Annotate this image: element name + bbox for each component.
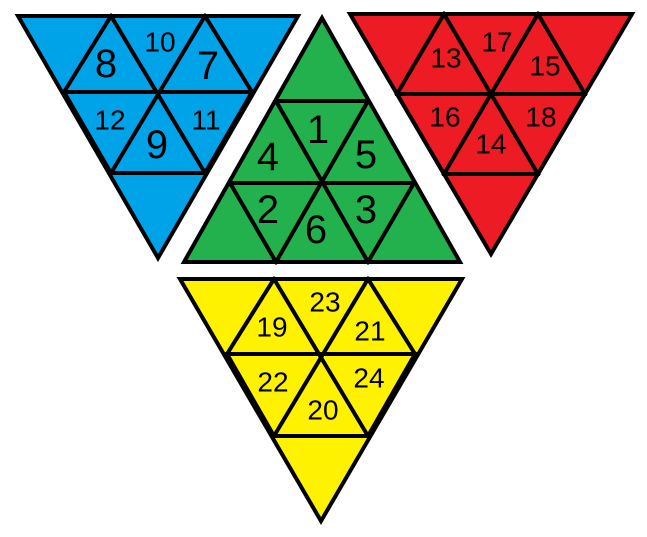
yellow-piece: 19 23 21 22 20 24 (176, 276, 466, 525)
green-piece: 1 4 5 2 6 3 (180, 13, 464, 265)
cell-number: 22 (257, 367, 288, 398)
blue-piece: 8 10 7 12 9 11 (14, 13, 302, 262)
cell-number: 4 (257, 135, 279, 179)
red-piece: 13 17 15 16 14 18 (346, 11, 636, 258)
cell-number: 12 (94, 105, 125, 136)
cell-number: 5 (355, 133, 377, 177)
cell-number: 3 (355, 188, 377, 232)
cell-number: 6 (305, 208, 327, 252)
cell-number: 13 (430, 43, 461, 74)
cell-number: 1 (307, 108, 329, 152)
cell-number: 10 (144, 27, 175, 58)
yellow-grid (224, 276, 418, 439)
cell-number: 9 (146, 123, 168, 167)
yellow-triangle (176, 277, 466, 525)
cell-number: 23 (309, 287, 340, 318)
blue-grid (61, 13, 255, 176)
cell-number: 18 (525, 102, 556, 133)
cell-number: 7 (197, 44, 219, 88)
red-grid (394, 11, 588, 177)
cell-number: 16 (429, 102, 460, 133)
cell-number: 24 (353, 363, 384, 394)
green-grid (227, 98, 417, 265)
cell-number: 20 (307, 395, 338, 426)
green-triangle (180, 13, 464, 264)
cell-number: 14 (475, 129, 506, 160)
cell-number: 15 (529, 51, 560, 82)
cell-number: 17 (481, 27, 512, 58)
cell-number: 2 (257, 188, 279, 232)
cell-number: 19 (256, 312, 287, 343)
cell-number: 11 (191, 105, 220, 136)
cell-number: 8 (95, 42, 117, 86)
cell-number: 21 (354, 316, 385, 347)
